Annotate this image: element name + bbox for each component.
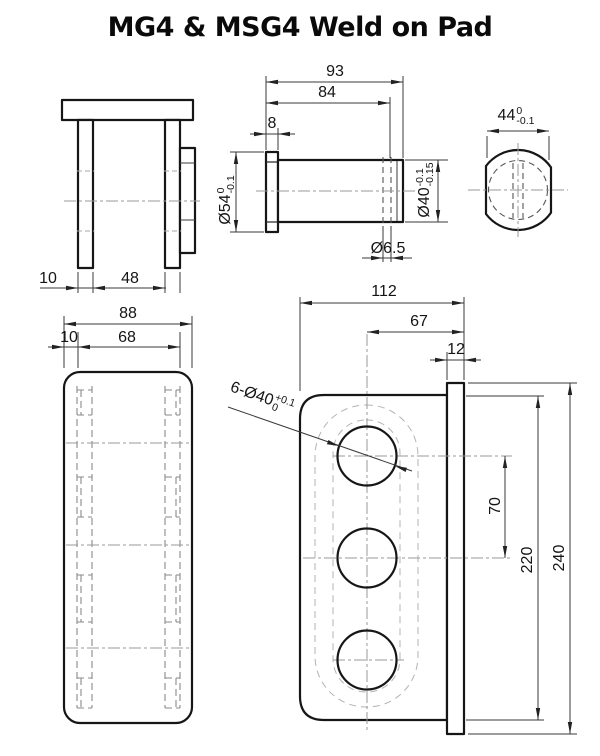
- pin-flange: [264, 150, 280, 234]
- view-bracket-side: [40, 98, 200, 293]
- dimension-bracket-bottom: [40, 272, 181, 293]
- dimension-pin-93: [265, 76, 404, 158]
- pad-hidden-notch-edges: [80, 390, 177, 708]
- dim-pad-width: 88: [119, 305, 137, 322]
- bracket-hidden-hole-lines: [77, 170, 181, 232]
- pin-end-centerlines: [468, 143, 568, 237]
- view-pad-front: [227, 297, 577, 736]
- dim-pad-edge-offset: 10: [60, 329, 78, 346]
- dimension-pad-10-68: [48, 332, 181, 368]
- hole-bottom: [336, 629, 398, 691]
- view-pin-end: [468, 128, 568, 237]
- dimension-12: [430, 352, 481, 380]
- dim-bracket-inner-width: 48: [121, 270, 139, 287]
- dim-plate-overall-width: 112: [371, 283, 397, 300]
- dimension-across-flats: [486, 128, 550, 160]
- hole-middle: [336, 527, 398, 589]
- dim-plate-hole-offset: 67: [410, 313, 428, 330]
- view-pad-side: [48, 316, 194, 725]
- dim-pin-flange-thickness: 8: [267, 115, 277, 132]
- dim-pin-overall-length: 93: [326, 63, 344, 80]
- dim-hole-pitch: 70: [487, 497, 504, 515]
- bracket-boss-edges: [180, 162, 195, 221]
- dim-pin-cross-hole-dia: Ø6.5: [370, 240, 406, 257]
- dimension-pin-84: [266, 97, 391, 158]
- dim-plate-thickness: 12: [447, 341, 465, 358]
- dimension-112: [299, 297, 465, 391]
- drawing-title: MG4 & MSG4 Weld on Pad: [107, 12, 493, 43]
- dim-pin-shank-length: 84: [318, 84, 336, 101]
- pad-side-outline: [62, 370, 194, 725]
- pad-hidden-leg-lines: [76, 386, 181, 708]
- dimension-pin-cross-hole: [362, 226, 412, 262]
- pin-flange-edges: [266, 161, 278, 223]
- dim-pad-leg-span: 68: [118, 329, 136, 346]
- hole-axes-horizontal: [303, 455, 512, 661]
- dim-pin-flange-dia: Ø54 0 -0.1: [215, 175, 237, 225]
- dim-body-height: 220: [519, 546, 536, 574]
- hole-top: [336, 425, 398, 487]
- leader-holes-note: [227, 406, 413, 472]
- pin-end-hidden-hole: [512, 163, 524, 218]
- dimension-220: [466, 395, 544, 721]
- dim-across-flats: 44 0 -0.1: [497, 105, 535, 127]
- bracket-top-plate: [60, 98, 195, 122]
- dimension-pad-88: [63, 316, 193, 368]
- dimension-67: [367, 329, 464, 335]
- dim-bracket-leg-thickness: 10: [39, 270, 57, 287]
- dimension-pin-flange-dia: [230, 151, 264, 233]
- dimension-pin-8: [250, 128, 295, 150]
- dim-pin-shank-dia: Ø40 -0.1 -0.15: [414, 162, 436, 218]
- view-pin: [230, 76, 448, 262]
- dimension-240: [468, 382, 577, 735]
- dimension-pin-shank-dia: [405, 159, 448, 223]
- bracket-left-leg: [76, 118, 95, 270]
- dimension-70: [502, 456, 508, 558]
- bracket-right-leg: [163, 118, 182, 270]
- dim-overall-height: 240: [551, 544, 568, 572]
